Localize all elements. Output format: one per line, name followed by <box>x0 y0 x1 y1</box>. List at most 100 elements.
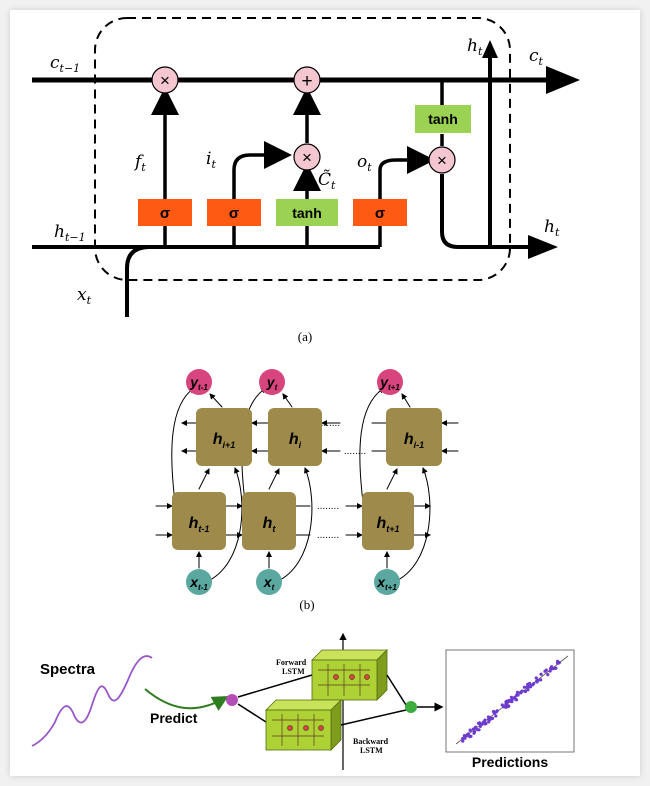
predictions-label: Predictions <box>472 754 548 770</box>
prediction-point <box>534 676 538 680</box>
caption-a: (a) <box>298 329 312 344</box>
backward-cell-2 <box>268 408 322 466</box>
figure: × + × × σ σ tanh σ tanh ct−1 ct ht−1 ht … <box>10 10 640 776</box>
output-multiply-symbol: × <box>437 151 447 170</box>
input-nodes: xt-1 xt xt+1 <box>186 569 400 595</box>
figure-canvas: × + × × σ σ tanh σ tanh ct−1 ct ht−1 ht … <box>31 17 580 770</box>
prediction-point <box>468 728 472 732</box>
forward-lstm-box <box>311 649 388 701</box>
forget-gate-box <box>138 199 192 226</box>
backward-lstm-box <box>265 699 342 751</box>
panel-c-pipeline: Spectra Predict Forward <box>31 632 575 770</box>
prediction-point <box>494 710 498 714</box>
label-h-out-right: ht <box>544 217 560 239</box>
backward-lstm-label-2: LSTM <box>360 746 383 755</box>
prediction-point <box>500 703 504 707</box>
backward-lstm-label-1: Backward <box>353 737 389 746</box>
prediction-point <box>532 682 536 686</box>
forward-ellipsis-bottom: ........ <box>317 530 339 541</box>
prediction-point <box>539 678 543 682</box>
panel-a-lstm-cell: × + × × σ σ tanh σ tanh ct−1 ct ht−1 ht … <box>32 17 580 344</box>
pipeline-input-node <box>226 694 238 706</box>
output-node-1 <box>186 369 212 395</box>
backward-cell-label-3: hi-1 <box>404 431 424 450</box>
output-multiply-op <box>428 146 456 174</box>
prediction-point <box>483 718 487 722</box>
input-to-forward-line <box>237 674 313 698</box>
candidate-gate-box <box>276 199 338 226</box>
forward-cells: ht-1 ht ht+1 <box>172 492 414 550</box>
prediction-point <box>528 681 532 686</box>
input-line <box>125 245 151 317</box>
backward-cell-1 <box>196 408 252 466</box>
output-gate-label: σ <box>375 205 385 222</box>
prediction-point <box>546 673 550 677</box>
output-gate-arrow <box>378 146 435 200</box>
prediction-point <box>535 680 539 684</box>
label-i-gate: it <box>206 149 216 171</box>
prediction-point <box>539 672 543 676</box>
label-c-prev: ct−1 <box>50 53 80 75</box>
math-labels: ct−1 ct ht−1 ht ht xt ft it C̃t ot <box>50 36 560 307</box>
input-label-3: xt+1 <box>376 574 397 592</box>
forward-cell-2 <box>242 492 296 550</box>
prediction-point <box>487 720 491 724</box>
prediction-point <box>478 724 482 729</box>
prediction-point <box>526 688 530 692</box>
prediction-point <box>514 698 519 702</box>
caption-b: (b) <box>299 597 314 612</box>
label-c-tilde: C̃t <box>318 170 336 192</box>
label-h-prev: ht−1 <box>54 222 86 244</box>
output-node-3 <box>377 369 403 395</box>
spectra-curve <box>31 655 153 747</box>
output-nodes: yt-1 yt yt+1 <box>186 369 403 395</box>
input-node-3 <box>374 569 400 595</box>
pipeline-output-node <box>405 701 417 713</box>
input-node-1 <box>186 569 212 595</box>
forward-ellipsis-top: ........ <box>317 501 339 512</box>
backward-cell-3 <box>386 408 442 466</box>
prediction-points <box>461 659 561 743</box>
spectra-label: Spectra <box>40 661 96 678</box>
prediction-point <box>494 714 498 718</box>
forward-cell-label-2: ht <box>263 515 277 534</box>
label-o-gate: ot <box>357 152 372 174</box>
prediction-point <box>513 695 517 699</box>
prediction-point <box>461 736 465 741</box>
predict-label: Predict <box>150 710 198 726</box>
output-tanh-label: tanh <box>428 111 458 127</box>
prediction-point <box>472 731 476 735</box>
cell-state-arrow-head <box>546 66 580 94</box>
prediction-point <box>468 734 472 739</box>
input-multiply-symbol: × <box>302 148 312 167</box>
prediction-point <box>461 739 465 743</box>
input-label-2: xt <box>263 574 275 592</box>
prediction-point <box>491 709 496 714</box>
input-gate-label: σ <box>229 205 239 222</box>
forward-lstm-label-1: Forward <box>276 658 307 667</box>
prediction-point <box>490 716 495 721</box>
output-label-1: yt-1 <box>189 374 208 392</box>
input-gate-box <box>207 199 261 226</box>
backward-ellipsis-top: ........ <box>318 418 340 429</box>
forward-cell-label-3: ht+1 <box>376 515 399 534</box>
forget-multiply-op <box>151 66 179 94</box>
prediction-point <box>510 697 514 702</box>
output-node-2 <box>259 369 285 395</box>
forward-cell-label-1: ht-1 <box>189 515 210 534</box>
prediction-point <box>480 722 484 726</box>
label-c-next: ct <box>529 46 544 68</box>
prediction-point <box>504 700 508 704</box>
backward-cell-label-2: hi <box>289 431 302 450</box>
forget-multiply-symbol: × <box>160 71 170 90</box>
forward-cell-1 <box>172 492 226 550</box>
output-label-3: yt+1 <box>379 374 400 392</box>
prediction-point <box>549 666 553 671</box>
output-gate-box <box>353 199 407 226</box>
prediction-point <box>474 725 478 729</box>
forward-lstm-label-2: LSTM <box>282 667 305 676</box>
forget-gate-label: σ <box>160 205 170 222</box>
prediction-point <box>475 728 479 732</box>
prediction-point <box>548 669 552 673</box>
predict-arrow <box>144 688 229 711</box>
